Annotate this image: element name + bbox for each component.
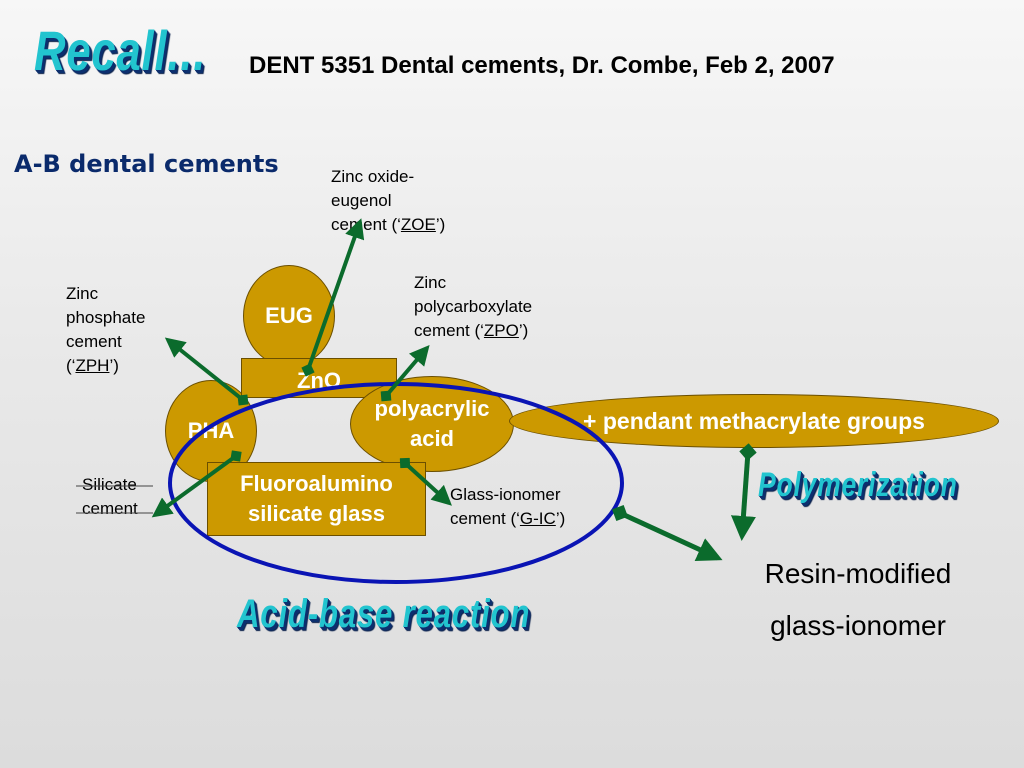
zph-line4: (‘ZPH’): [66, 354, 176, 378]
zpo-label: Zinc polycarboxylate cement (‘ZPO’): [414, 271, 574, 343]
arrow-silicate: [151, 450, 242, 518]
zoe-line2: eugenol: [331, 191, 392, 210]
fas-text: Fluoroalumino silicate glass: [240, 469, 393, 529]
polyacrylic-line2: acid: [409, 426, 454, 451]
zoe-abbr: ZOE: [400, 215, 436, 234]
arrow-zph: [164, 337, 249, 406]
zoe-line1: Zinc oxide-: [331, 167, 415, 186]
zpo-suffix: ’): [518, 321, 529, 340]
gic-suffix: ’): [555, 509, 566, 528]
resin-line2: glass-ionomer: [770, 610, 946, 641]
zpo-line2: polycarboxylate: [414, 297, 533, 316]
resin-line1: Resin-modified: [764, 558, 952, 589]
fluoroaluminosilicate-box: Fluoroalumino silicate glass: [207, 462, 426, 536]
slide-subtitle: DENT 5351 Dental cements, Dr. Combe, Feb…: [249, 52, 835, 79]
zpo-line1: Zinc: [414, 273, 447, 292]
zoe-suffix: ’): [435, 215, 446, 234]
fas-line1: Fluoroalumino: [240, 471, 393, 496]
gic-prefix: cement (‘: [450, 509, 520, 528]
acid-base-reaction-label: Acid-base reaction: [237, 592, 531, 636]
zph-label: Zinc phosphate cement (‘ZPH’): [66, 282, 176, 378]
gic-line1: Glass-ionomer: [450, 485, 561, 504]
resin-modified-glass-ionomer: Resin-modified glass-ionomer: [718, 548, 998, 652]
zph-suffix: ’): [109, 356, 119, 375]
section-heading: A-B dental cements: [14, 150, 279, 178]
polymerization-label: Polymerization: [758, 466, 958, 504]
zph-line2: phosphate: [66, 308, 146, 327]
arrow-resin: [612, 505, 723, 562]
gic-line2: cement (‘G-IC’): [450, 507, 630, 531]
silicate-line1: Silicate: [82, 475, 137, 494]
arrow-polymerization: [730, 443, 757, 541]
acid-base-ellipse: [168, 382, 624, 584]
gic-abbr: G-IC: [519, 509, 556, 528]
zph-line3: cement: [66, 332, 122, 351]
recall-title: Recall...: [34, 19, 207, 82]
arrow-zpo: [380, 344, 430, 402]
zpo-abbr: ZPO: [483, 321, 519, 340]
pendant-methacrylate-ellipse: + pendant methacrylate groups: [509, 394, 999, 448]
fas-line2: silicate glass: [248, 501, 385, 526]
pendant-text: + pendant methacrylate groups: [583, 407, 925, 434]
arrow-zoe: [301, 218, 365, 377]
gic-label: Glass-ionomer cement (‘G-IC’): [450, 483, 630, 531]
zpo-prefix: cement (‘: [414, 321, 484, 340]
zph-abbr: ZPH: [75, 356, 110, 375]
arrow-gic: [399, 457, 452, 506]
zph-prefix: (‘: [66, 356, 76, 375]
zpo-line3: cement (‘ZPO’): [414, 319, 574, 343]
zph-line1: Zinc: [66, 284, 99, 303]
